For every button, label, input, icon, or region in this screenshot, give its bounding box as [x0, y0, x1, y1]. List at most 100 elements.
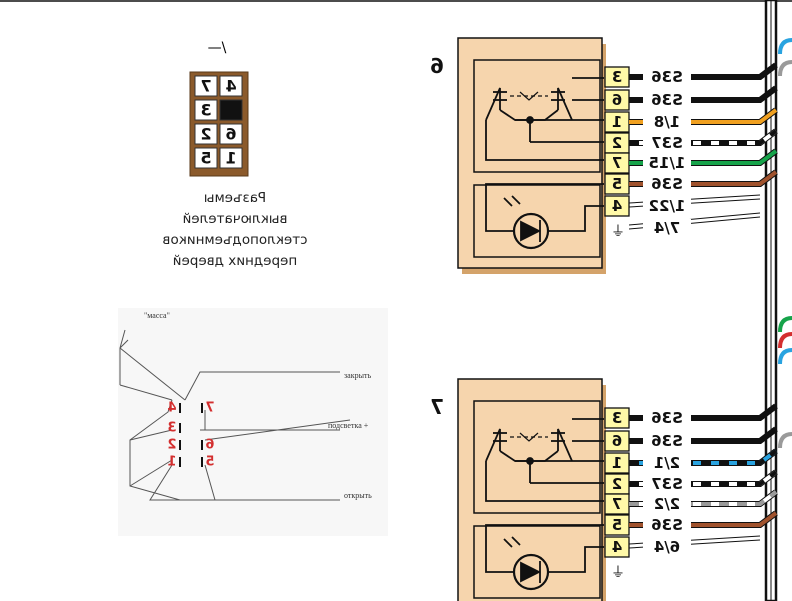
- switch-pin-label: 1: [612, 454, 622, 472]
- switch-pin-label: 7: [612, 495, 622, 513]
- bus-stub-wire: [778, 38, 792, 55]
- schematic-pin-left-group: 3: [167, 421, 176, 436]
- connector-cell-label: 5: [200, 149, 211, 168]
- schematic-pin-left-group: 2: [167, 438, 176, 453]
- wire-label-group: 1/15: [649, 154, 686, 172]
- switch-pin-label: 5: [612, 175, 622, 193]
- led-triangle: [520, 220, 542, 242]
- led-triangle: [520, 561, 542, 583]
- switch-frame-bottom: [473, 184, 601, 258]
- schematic-pin-right-group: 6: [205, 438, 214, 453]
- ground-mark: ⏚: [611, 565, 625, 581]
- switch-pin-label-group: 6: [612, 432, 622, 450]
- schematic-pin-left: 2: [167, 438, 176, 453]
- led-wire-b: [485, 183, 604, 232]
- connector-cell-label: 7: [200, 77, 211, 96]
- switch-number-group: 7: [430, 395, 444, 419]
- wire-label-bg: [643, 113, 691, 131]
- ground-mark-group: ⏚: [611, 224, 625, 240]
- connector-cell-label-group: 2: [200, 125, 211, 144]
- connector-cell-label: 2: [200, 125, 211, 144]
- wire-label: 2/1: [654, 454, 680, 472]
- connector-cell: [219, 75, 243, 97]
- wire-label-group: 6/4: [654, 538, 680, 556]
- bus-stub-wire: [778, 348, 792, 365]
- wire-label: 2/2: [654, 495, 680, 513]
- wire-label-bg: [643, 68, 691, 86]
- switch-pin: [604, 536, 630, 558]
- switch-pin-label-group: 5: [612, 516, 622, 534]
- switch-pin-label-group: 3: [612, 68, 622, 86]
- bus-stub-wire: [778, 316, 792, 333]
- wire-label-group: S36: [651, 68, 683, 86]
- wire-label: S37: [651, 134, 683, 152]
- ground-label: "масса": [144, 311, 170, 320]
- schematic-pin-left: 4: [167, 401, 176, 416]
- switch-pin-label-group: 7: [612, 495, 622, 513]
- connector-cell-label: 3: [200, 101, 211, 120]
- wire-label: S36: [651, 175, 683, 193]
- switch-pin-label: 5: [612, 516, 622, 534]
- switch-pin-label: 6: [612, 432, 622, 450]
- connector-caption: Разъемы выключателей стеклоподъемников п…: [140, 188, 330, 272]
- switch-frame-top: [473, 400, 601, 514]
- switch-number-group: 6: [430, 54, 444, 78]
- wire-label-group: 2/1: [654, 454, 680, 472]
- wire-label: S36: [651, 68, 683, 86]
- bus-stub-wire: [778, 60, 792, 77]
- led-symbol: [485, 524, 604, 591]
- switch-pin-label: 7: [612, 154, 622, 172]
- connector-cell: [219, 99, 243, 121]
- schematic-pin-right: 7: [205, 401, 214, 416]
- switch-pin-label: 3: [612, 68, 622, 86]
- switch-pin-label: 4: [612, 197, 622, 215]
- switch-frame-bottom: [473, 525, 601, 599]
- wire-label: S36: [651, 91, 683, 109]
- connector-cell-label-group: 3: [200, 101, 211, 120]
- ground-mark-group: ⏚: [611, 565, 625, 581]
- wire-label-bg: [643, 432, 691, 450]
- schematic-pin-right-group: 5: [205, 455, 214, 470]
- wire-label-bg: [643, 538, 691, 556]
- wire-label-group: S36: [651, 409, 683, 427]
- switch-number: 7: [430, 395, 444, 419]
- wire-label-group: S36: [651, 432, 683, 450]
- schematic-pin-left: 3: [167, 421, 176, 436]
- led-symbol: [485, 183, 604, 250]
- switch-body: [457, 378, 603, 601]
- led-arrow-2: [511, 195, 521, 205]
- switch-pin-label: 1: [612, 113, 622, 131]
- switch-pin-label-group: 1: [612, 454, 622, 472]
- wire-label-group: S36: [651, 175, 683, 193]
- switch-pin: [604, 195, 630, 217]
- switch-pin-label-group: 3: [612, 409, 622, 427]
- wire-label: 6/4: [654, 538, 680, 556]
- wire-label: 1/15: [649, 154, 686, 172]
- switch-contacts: [485, 77, 604, 161]
- wire-label-bg: [643, 197, 691, 215]
- connector-cell-label: 4: [225, 77, 236, 96]
- connector-cell: [219, 147, 243, 169]
- connector-cell-label: 6: [225, 125, 236, 144]
- wire-label-bg: [643, 91, 691, 109]
- wire-label-bg: [643, 475, 691, 493]
- led-wire-a: [548, 205, 604, 232]
- switch-pin-label-group: 4: [612, 538, 622, 556]
- led-arrow-1: [503, 538, 513, 548]
- led-wire-a: [548, 546, 604, 573]
- bus-stub-wire: [778, 432, 792, 449]
- switch-pin-label: 6: [612, 91, 622, 109]
- wire-label-bg: [643, 495, 691, 513]
- wire-label-group: 1/22: [649, 197, 686, 215]
- switch-schematic: "масса" закрыть подсветка + открыть 4321…: [118, 308, 388, 536]
- wire-label-group: S36: [651, 91, 683, 109]
- connector-header-mark: —\: [208, 40, 227, 56]
- led-wire-b: [485, 524, 604, 573]
- connector-cell-label-group: 4: [225, 77, 236, 96]
- switch-number: 6: [430, 54, 444, 78]
